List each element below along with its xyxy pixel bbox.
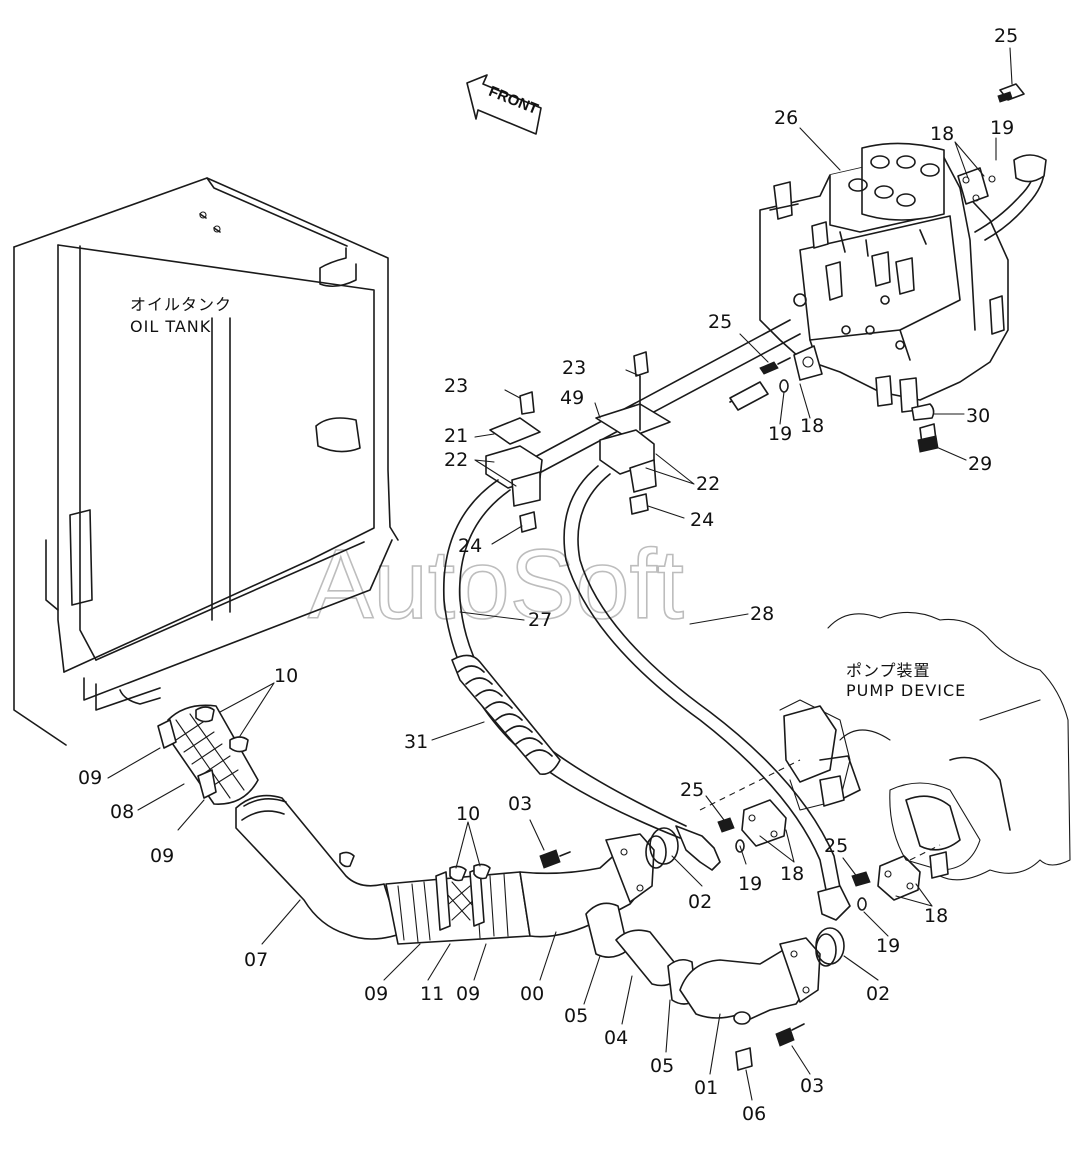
oil-tank: オイルタンク OIL TANK [13, 177, 399, 746]
pipe-01 [679, 933, 837, 1071]
pump-device-label-jp: ポンプ装置 [846, 661, 931, 680]
o-ring-02-a [649, 827, 679, 865]
pipe-00 [519, 833, 667, 938]
label-24-right: 24 [690, 509, 714, 531]
part-number-labels: 25 26 18 19 25 23 23 49 21 22 19 18 30 2… [78, 25, 1018, 1125]
label-08: 08 [110, 801, 134, 823]
label-06: 06 [742, 1103, 766, 1125]
pump-device: ポンプ装置 PUMP DEVICE [779, 611, 1071, 881]
label-10-top: 10 [274, 665, 298, 687]
label-49: 49 [560, 387, 584, 409]
label-26: 26 [774, 107, 798, 129]
label-25-pump-a: 25 [680, 779, 704, 801]
bracket-tube [519, 319, 801, 479]
front-direction-arrow: FRONT [466, 74, 542, 135]
control-valve [759, 142, 1009, 413]
bracket-right [595, 351, 671, 515]
leader-lines [107, 47, 1013, 1101]
valve-side-fittings [759, 345, 939, 453]
oil-tank-label-jp: オイルタンク [130, 295, 232, 314]
label-10-mid: 10 [456, 803, 480, 825]
o-ring-02-b [815, 927, 845, 965]
joint-05-04 [585, 902, 697, 1005]
label-19-top: 19 [990, 117, 1014, 139]
label-19-pump-a: 19 [738, 873, 762, 895]
label-04: 04 [604, 1027, 628, 1049]
label-31: 31 [404, 731, 428, 753]
label-18-pump-b: 18 [924, 905, 948, 927]
pump-flange-a [717, 799, 787, 853]
suction-pipe-07 [235, 794, 401, 940]
label-05-b: 05 [650, 1055, 674, 1077]
bracket-left [485, 391, 543, 533]
pump-device-label-en: PUMP DEVICE [846, 681, 966, 700]
label-24-left: 24 [458, 535, 482, 557]
suction-hose-middle [385, 863, 531, 945]
label-02-a: 02 [688, 891, 712, 913]
label-01: 01 [694, 1077, 718, 1099]
label-25-top: 25 [994, 25, 1018, 47]
label-18-valve: 18 [800, 415, 824, 437]
label-09-b: 09 [150, 845, 174, 867]
label-07: 07 [244, 949, 268, 971]
label-28: 28 [750, 603, 774, 625]
pump-flange-b [851, 855, 921, 911]
label-09-d: 09 [456, 983, 480, 1005]
hose-protector-31 [451, 654, 561, 776]
label-25-pump-b: 25 [824, 835, 848, 857]
label-27: 27 [528, 609, 552, 631]
label-09-c: 09 [364, 983, 388, 1005]
label-00: 00 [520, 983, 544, 1005]
label-03-top: 03 [508, 793, 532, 815]
label-29: 29 [968, 453, 992, 475]
label-23-mid: 23 [562, 357, 586, 379]
label-22-right: 22 [696, 473, 720, 495]
label-18-top: 18 [930, 123, 954, 145]
label-22-left: 22 [444, 449, 468, 471]
label-23-left: 23 [444, 375, 468, 397]
oil-tank-label-en: OIL TANK [130, 317, 211, 336]
watermark: AutoSoft [308, 529, 684, 639]
label-21: 21 [444, 425, 468, 447]
hose-28 [563, 465, 851, 921]
valve-top-return-hose [957, 154, 1047, 241]
label-02-b: 02 [866, 983, 890, 1005]
hose-27-end-fitting [675, 825, 721, 871]
bolt-25-top [997, 83, 1025, 103]
label-11: 11 [420, 983, 444, 1005]
leader-dashed-b [909, 844, 941, 861]
label-18-pump-a: 18 [780, 863, 804, 885]
leader-dashed-a [699, 759, 801, 811]
label-05-a: 05 [564, 1005, 588, 1027]
label-19-valve: 19 [768, 423, 792, 445]
label-30: 30 [966, 405, 990, 427]
label-19-pump-b: 19 [876, 935, 900, 957]
suction-hose-upper [157, 704, 259, 805]
label-25-valve: 25 [708, 311, 732, 333]
label-09-a: 09 [78, 767, 102, 789]
label-03-bottom: 03 [800, 1075, 824, 1097]
